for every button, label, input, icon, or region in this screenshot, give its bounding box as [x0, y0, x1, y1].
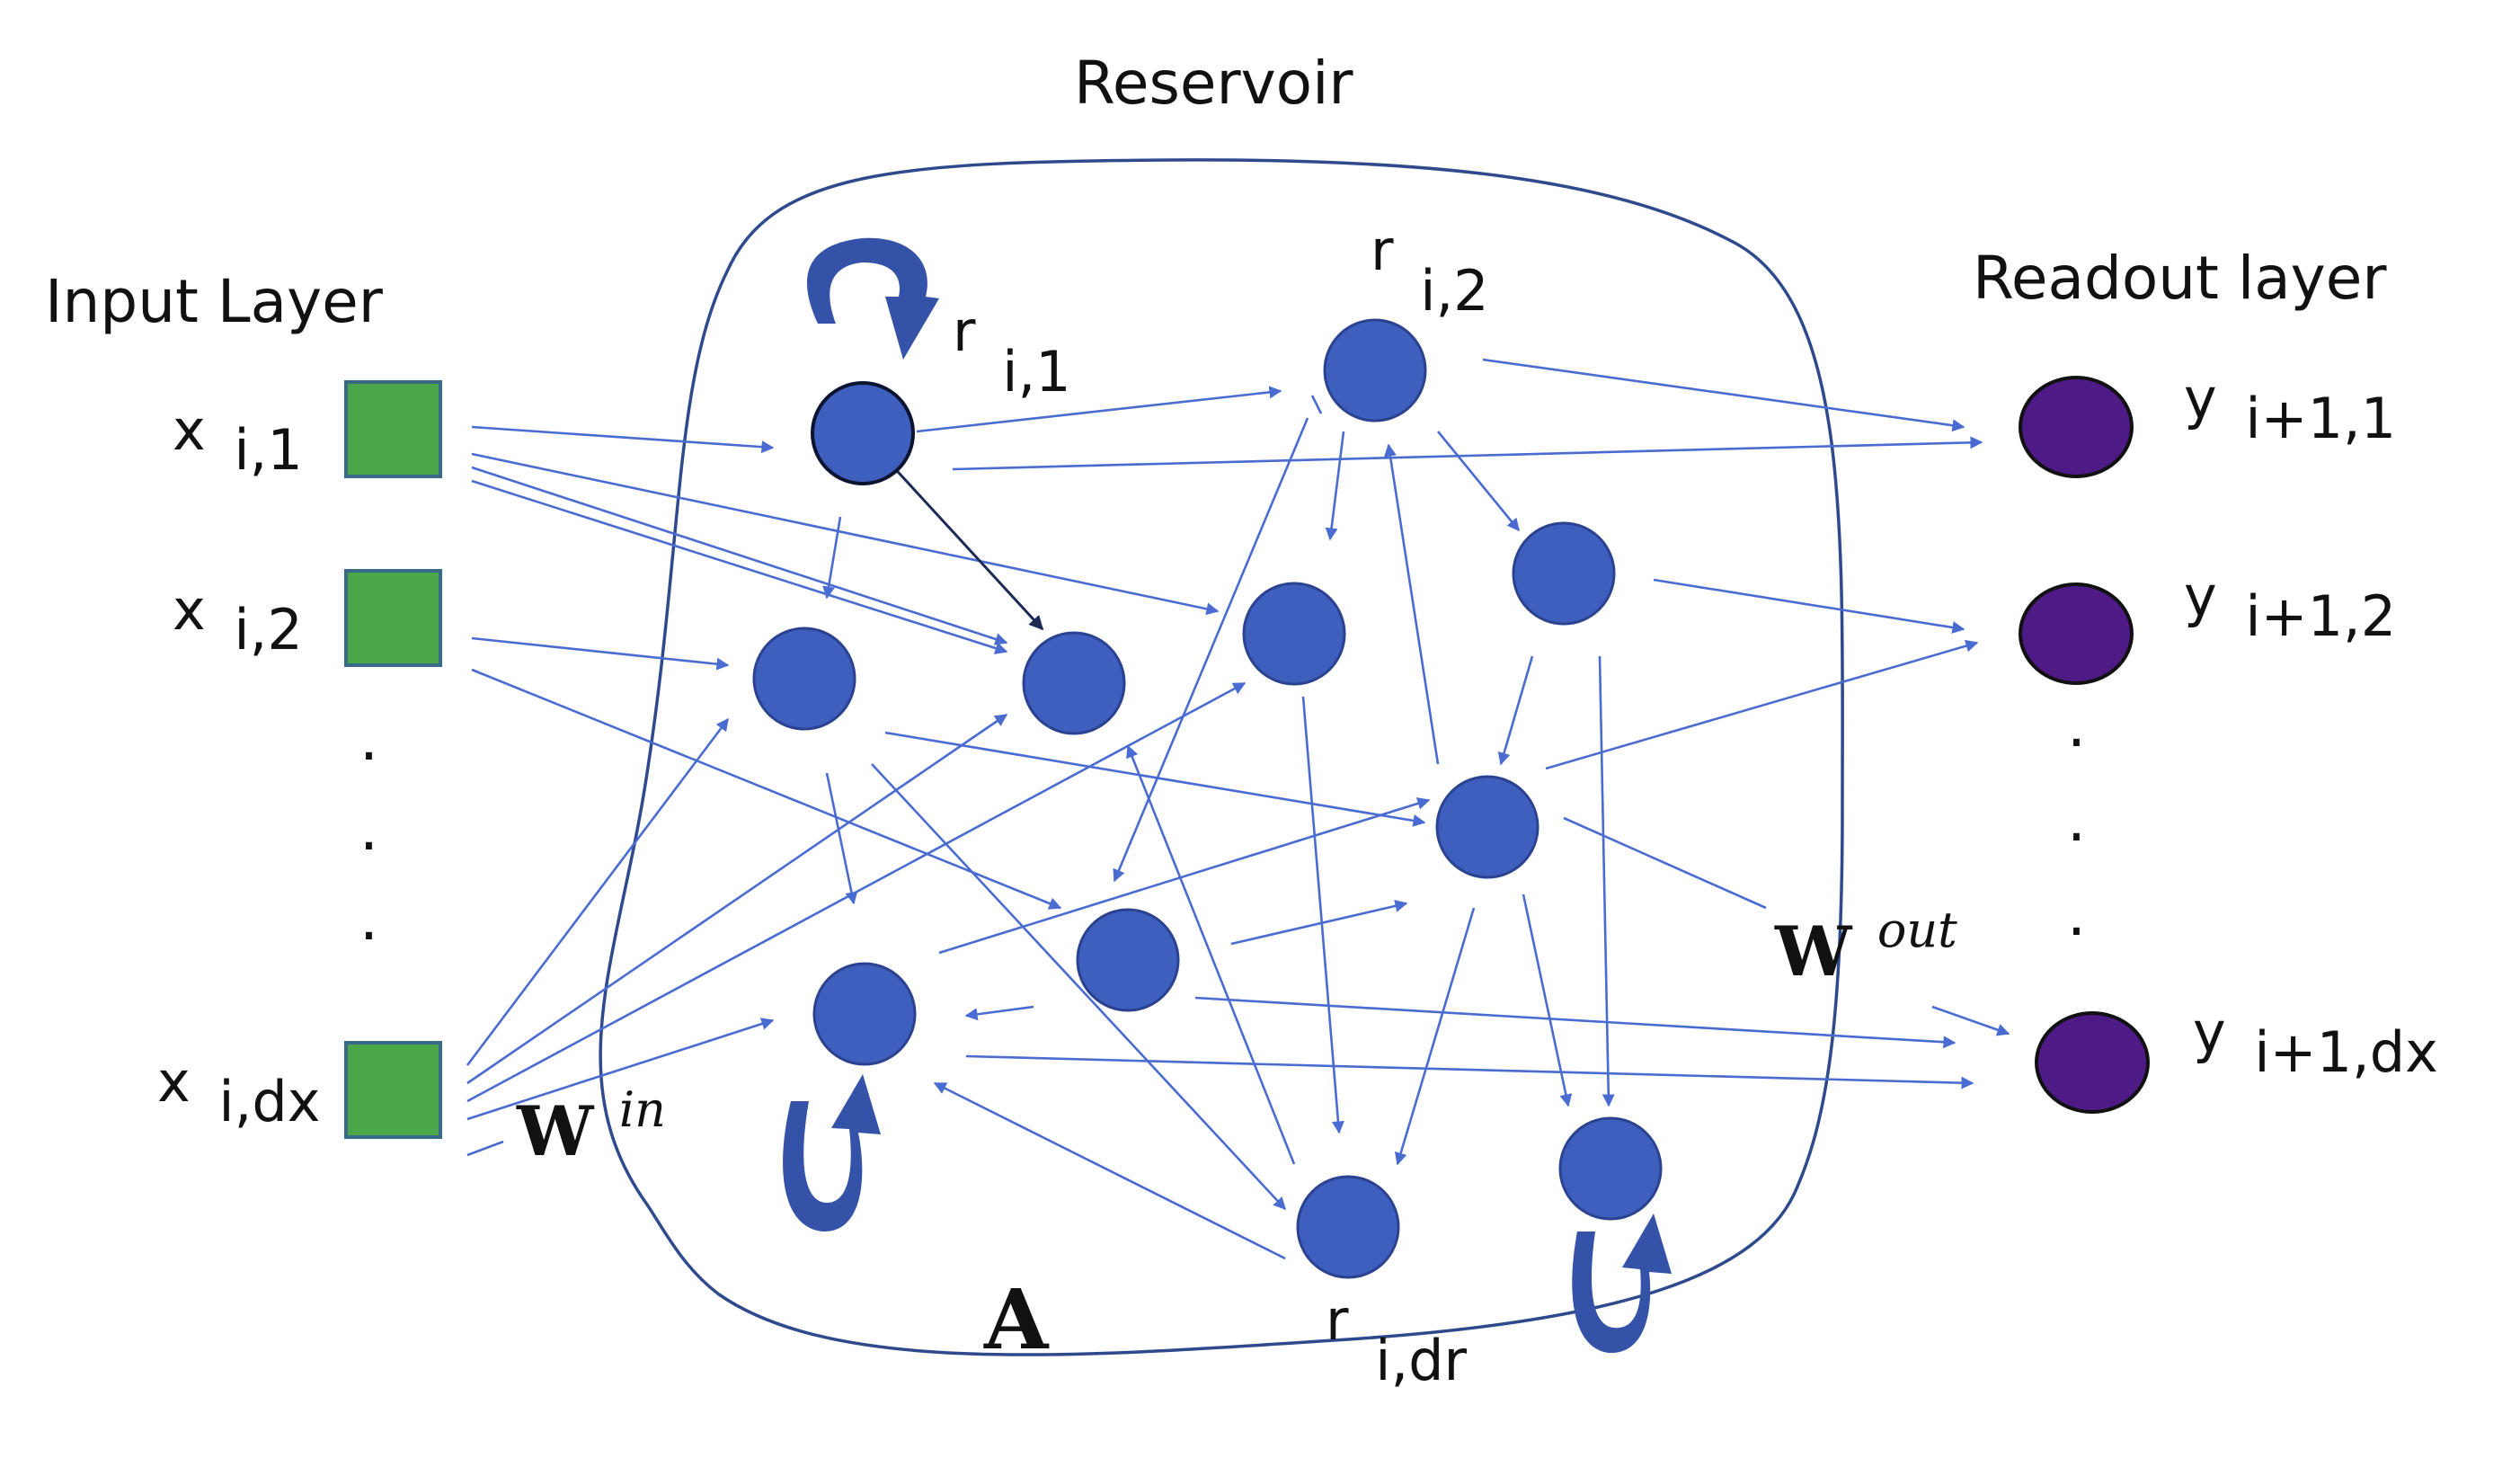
reservoir-node [1558, 1116, 1663, 1221]
self-loop-bottom-right [1572, 1214, 1672, 1354]
reservoir-node-r1 [811, 381, 915, 485]
readout-ellipsis-1: . [2067, 691, 2086, 760]
readout-layer-label: Readout layer [1973, 244, 2387, 313]
readout-layer: Readout layer y i+1,1 y i+1,2 y i+1,dx .… [1973, 244, 2438, 1114]
wout-label: W out [1774, 902, 1957, 991]
input-node-dx [344, 1041, 442, 1139]
reservoir-node-rdr [1296, 1175, 1400, 1279]
input-ellipsis-1: . [359, 705, 378, 774]
matrix-label: A [983, 1271, 1050, 1368]
readout-ellipsis-3: . [2067, 880, 2086, 949]
reservoir-node [1435, 775, 1540, 879]
input-layer-label: Input Layer [45, 267, 384, 336]
reservoir-node-r2 [1323, 318, 1427, 422]
self-loop-bottom-left [783, 1074, 881, 1232]
reservoir-node [1022, 631, 1126, 735]
reservoir-node [812, 962, 917, 1066]
reservoir-title: Reservoir [1074, 49, 1353, 118]
input-label-2: x i,2 [173, 577, 303, 662]
input-label-1: x i,1 [173, 397, 303, 483]
readout-label-2: y i+1,2 [2184, 564, 2396, 649]
input-ellipsis-3: . [359, 885, 378, 954]
reservoir-node [1242, 582, 1346, 686]
readout-label-dx: y i+1,dx [2193, 1000, 2438, 1085]
reservoir-label-rdr: r i,dr [1326, 1287, 1468, 1393]
reservoir-label-r1: r i,1 [953, 298, 1071, 405]
input-label-dx: x i,dx [157, 1049, 320, 1134]
input-layer: Input Layer x i,1 x i,2 x i,dx . . . [45, 267, 442, 1139]
reservoir-node [1076, 908, 1180, 1012]
input-ellipsis-2: . [359, 795, 378, 864]
readout-node-2 [2019, 582, 2134, 685]
readout-ellipsis-2: . [2067, 786, 2086, 855]
edges [466, 358, 2010, 1260]
reservoir-nodes: r i,1 r i,2 r i,dr [752, 218, 1663, 1393]
readout-label-1: y i+1,1 [2184, 366, 2396, 451]
reservoir-node [1512, 521, 1616, 626]
reservoir-node [752, 627, 856, 731]
readout-node-1 [2019, 376, 2134, 478]
reservoir-label-r2: r i,2 [1371, 218, 1489, 324]
readout-node-dx [2035, 1011, 2150, 1114]
reservoir-boundary [599, 158, 1844, 1356]
input-node-2 [344, 569, 442, 667]
win-label: W in [516, 1081, 666, 1171]
input-node-1 [344, 380, 442, 478]
self-loops [783, 237, 1672, 1354]
self-loop-top [807, 237, 939, 360]
